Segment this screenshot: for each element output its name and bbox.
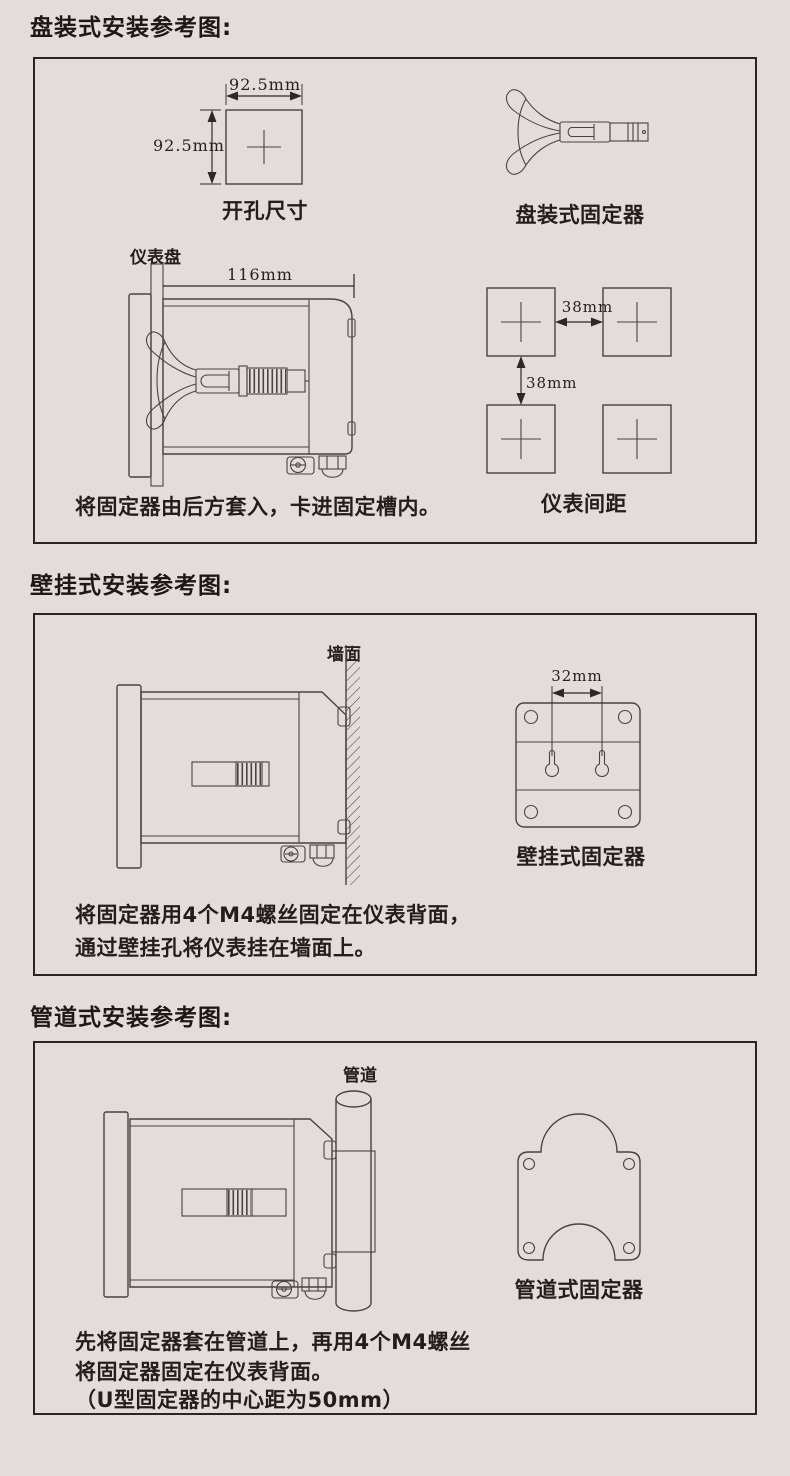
depth-dimension-label: 116mm [227,265,293,284]
wall-fixture-drawing [515,686,641,828]
pipe-mount-instruction-line3: （U型固定器的中心距为50mm） [75,1388,405,1412]
panel-mount-instruction: 将固定器由后方套入，卡进固定槽内。 [75,495,441,519]
pipe-mount-instruction-line1: 先将固定器套在管道上，再用4个M4螺丝 [75,1330,471,1354]
instrument-spacing-drawing [486,287,672,474]
panel-mount-section-title: 盘装式安装参考图: [30,15,233,41]
panel-label: 仪表盘 [130,248,181,268]
wall-fixture-caption: 壁挂式固定器 [516,845,646,869]
panel-fixture-caption: 盘装式固定器 [515,203,645,227]
pipe-label: 管道 [343,1066,377,1086]
pipe-fixture-drawing [517,1113,641,1261]
pipe-mount-side-view-drawing [103,1090,376,1312]
pipe-fixture-caption: 管道式固定器 [514,1278,644,1302]
cutout-height-label: 92.5mm [153,136,225,155]
spacing-vertical-label: 38mm [526,374,578,392]
panel-mount-diagram-box: 92.5mm 92.5mm 开孔尺寸 盘装式固定器 仪表盘 116mm [33,57,757,544]
spacing-horizontal-label: 38mm [561,298,614,316]
wall-mount-instruction-line1: 将固定器用4个M4螺丝固定在仪表背面， [75,903,471,927]
cutout-width-label: 92.5mm [229,75,301,94]
wall-mount-side-view-drawing [116,645,360,885]
pipe-mount-section-title: 管道式安装参考图: [30,1005,233,1031]
pipe-mount-instruction-line2: 将固定器固定在仪表背面。 [75,1360,333,1384]
wall-mount-section-title: 壁挂式安装参考图: [30,573,233,599]
wall-mount-diagram-box: 墙面 将固定器用4个M4螺丝固定在仪表背面， 通过壁挂 [33,613,757,976]
wall-mount-instruction-line2: 通过壁挂孔将仪表挂在墙面上。 [75,936,376,960]
cutout-caption: 开孔尺寸 [222,199,308,223]
pipe-mount-diagram-box: 管道 先将固定器套在管道上，再用4个M4螺丝 将固定器固定在仪表背面。 （U型固… [33,1041,757,1415]
cutout-dimensions-drawing [200,84,303,185]
wall-fixture-dim-label: 32mm [551,667,603,685]
panel-fixture-drawing [505,89,649,175]
panel-mount-side-view-drawing [128,263,356,487]
spacing-caption: 仪表间距 [541,492,627,516]
